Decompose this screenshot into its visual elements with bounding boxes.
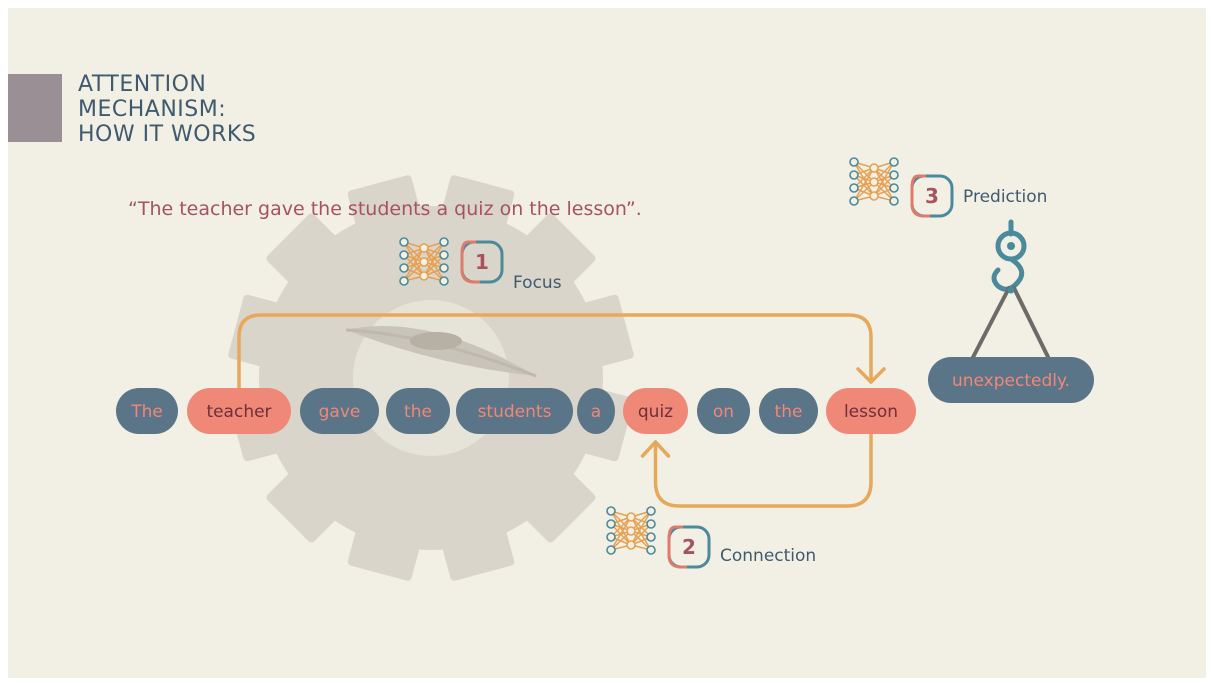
token-text: the (775, 402, 803, 422)
step-number: 1 (475, 250, 489, 274)
token-pill: The (116, 388, 178, 434)
step-badge: 1 (460, 240, 504, 284)
step-number: 3 (925, 184, 939, 208)
token-text: students (478, 402, 552, 422)
token-row: The teacher gave the students a quiz on the lesso… (116, 388, 916, 434)
token-pill: quiz (623, 388, 688, 434)
example-sentence: “The teacher gave the students a quiz on… (128, 198, 642, 220)
token-text: quiz (638, 402, 673, 422)
neural-network-icon (849, 157, 899, 206)
token-pill: on (697, 388, 750, 434)
token-text: the (404, 402, 432, 422)
token-bg (187, 388, 291, 434)
page-title: ATTENTION MECHANISM: HOW IT WORKS (78, 72, 256, 147)
slide: The teacher gave the students a quiz on the lesso… (8, 8, 1206, 678)
gear-icon (228, 175, 634, 581)
step-label-connection: Connection (720, 546, 816, 566)
step-number: 2 (682, 535, 696, 559)
step-badge: 2 (667, 525, 711, 569)
token-pill: a (577, 388, 615, 434)
step-prediction: 3 Prediction (849, 157, 1047, 218)
step-label-focus: Focus (513, 273, 562, 293)
step-badge: 3 (910, 174, 954, 218)
neural-network-icon (399, 237, 449, 286)
attention-diagram: The teacher gave the students a quiz on the lesso… (116, 157, 1094, 581)
token-pill: lesson (826, 388, 916, 434)
token-pill: students (456, 388, 573, 434)
focus-arrow (237, 313, 886, 390)
token-bg (759, 388, 818, 434)
token-bg (456, 388, 573, 434)
eye-icon (345, 326, 537, 378)
token-text: teacher (206, 402, 271, 422)
token-bg (826, 388, 916, 434)
token-bg (116, 388, 178, 434)
step-label-prediction: Prediction (963, 187, 1047, 207)
token-bg (577, 388, 615, 434)
token-pill: gave (300, 388, 379, 434)
token-text: gave (319, 402, 361, 422)
connection-arrow (640, 432, 873, 508)
token-pill: teacher (187, 388, 291, 434)
token-text: The (130, 402, 163, 422)
token-bg (386, 388, 450, 434)
token-bg (623, 388, 688, 434)
step-connection: 2 Connection (606, 506, 816, 569)
step-focus: 1 Focus (399, 237, 562, 293)
crane-hook-icon (968, 219, 1053, 365)
title-line: MECHANISM: (78, 97, 227, 122)
neural-network-icon (606, 506, 656, 555)
title-line: ATTENTION (78, 72, 207, 97)
prediction-word: unexpectedly. (952, 371, 1070, 391)
token-pill: the (759, 388, 818, 434)
token-text: on (713, 402, 734, 422)
token-text: a (591, 402, 601, 422)
title-line: HOW IT WORKS (78, 122, 257, 147)
token-text: lesson (844, 402, 898, 422)
title-accent-bar (8, 74, 62, 142)
token-pill: the (386, 388, 450, 434)
token-bg (697, 388, 750, 434)
token-bg (300, 388, 379, 434)
prediction-pill: unexpectedly. (928, 357, 1094, 403)
